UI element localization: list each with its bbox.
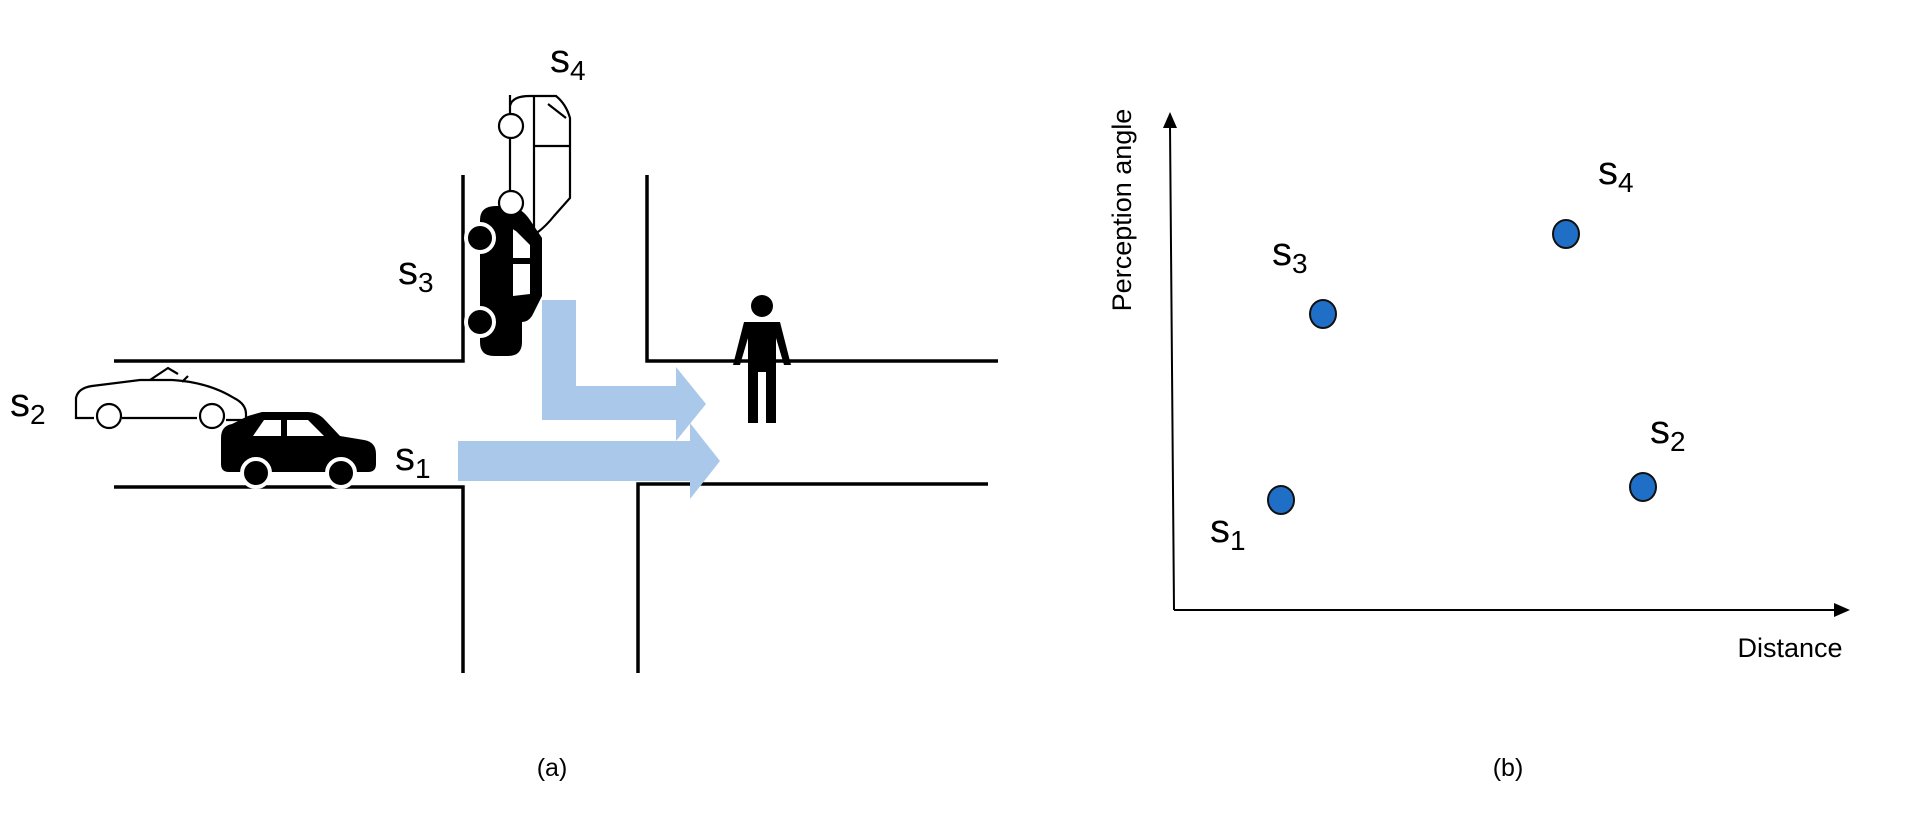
scatter-diagram: Perception angle Distance s1 s2 s3 s4 (b… [1107, 109, 1850, 782]
y-axis-line [1169, 125, 1175, 611]
vehicle-s1-icon [221, 412, 376, 489]
x-axis-label: Distance [1737, 633, 1842, 663]
label-s4: s4 [550, 37, 586, 86]
point-label-s1: s1 [1210, 507, 1246, 556]
axes [1169, 125, 1834, 611]
road-edge-bottom-left [114, 485, 465, 673]
y-axis-label: Perception angle [1107, 109, 1137, 312]
direction-arrows [458, 300, 720, 499]
point-s1 [1267, 485, 1295, 515]
data-points [1267, 219, 1657, 515]
point-s2 [1629, 472, 1657, 502]
point-label-s2: s2 [1650, 408, 1686, 457]
caption-a: (a) [537, 754, 568, 782]
caption-b: (b) [1493, 754, 1524, 782]
road-edge-bottom-right [636, 482, 988, 673]
point-s3 [1309, 299, 1337, 329]
point-label-s3: s3 [1272, 230, 1308, 279]
intersection-diagram: s4 s3 s2 s1 (a) [10, 37, 998, 782]
straight-arrow [458, 423, 720, 499]
label-s1: s1 [395, 435, 431, 484]
vehicle-labels: s4 s3 s2 s1 [10, 37, 586, 484]
vehicle-s2-icon [74, 366, 248, 430]
pedestrian-icon [733, 295, 791, 423]
label-s2: s2 [10, 381, 46, 430]
road-edge-top-right [645, 175, 998, 363]
turn-arrow [542, 300, 706, 441]
y-axis-arrowhead [1163, 112, 1177, 128]
point-label-s4: s4 [1598, 149, 1634, 198]
road-edges [114, 175, 998, 673]
road-edge-top-left [114, 175, 465, 363]
vehicle-s3-icon [464, 206, 542, 356]
x-axis-arrowhead [1834, 603, 1850, 617]
point-s4 [1552, 219, 1580, 249]
point-labels: s1 s2 s3 s4 [1210, 149, 1686, 556]
label-s3: s3 [398, 249, 434, 298]
vehicle-s4-icon [497, 94, 572, 234]
